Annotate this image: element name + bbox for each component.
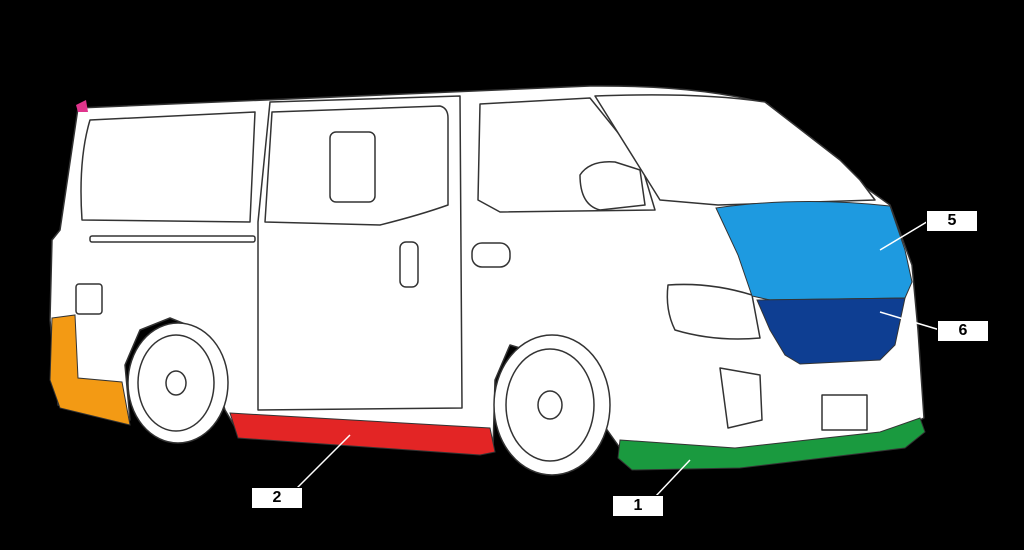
part-label-2: 2 bbox=[251, 487, 303, 509]
license-plate bbox=[821, 394, 868, 431]
rear-marker bbox=[76, 100, 88, 112]
windshield bbox=[594, 94, 876, 206]
side-trim bbox=[89, 235, 256, 243]
headlight bbox=[666, 283, 761, 340]
front-wheel bbox=[493, 334, 611, 476]
sliding-door bbox=[257, 95, 463, 411]
leader-1 bbox=[654, 459, 691, 498]
side-step-part-2 bbox=[229, 412, 496, 456]
leader-2 bbox=[294, 434, 351, 491]
fuel-door bbox=[75, 283, 103, 315]
fog-light bbox=[719, 367, 763, 429]
part-label-5: 5 bbox=[926, 210, 978, 232]
rear-side-window bbox=[80, 111, 256, 223]
sliding-door-handle bbox=[399, 241, 419, 288]
side-mirror bbox=[579, 161, 646, 211]
grille-part-6 bbox=[756, 297, 906, 365]
part-label-6: 6 bbox=[937, 320, 989, 342]
front-door-handle bbox=[471, 242, 511, 268]
front-lip-part-1 bbox=[617, 417, 926, 471]
leader-6 bbox=[879, 311, 941, 331]
leader-5 bbox=[879, 219, 931, 251]
rear-bumper bbox=[49, 314, 131, 426]
rear-wheel bbox=[127, 322, 229, 444]
small-window bbox=[329, 131, 376, 203]
part-label-1: 1 bbox=[612, 495, 664, 517]
